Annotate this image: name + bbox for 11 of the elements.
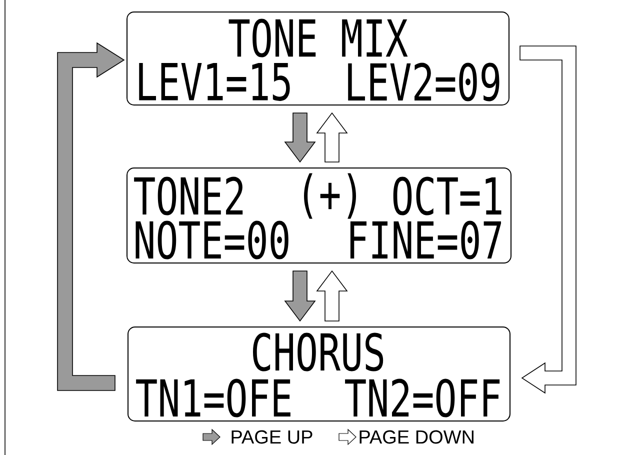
display-panel: TONE MIX LEV1=15 LEV2=09 (126, 12, 510, 106)
legend-label: PAGE UP (232, 430, 312, 444)
arrow (316, 270, 348, 322)
arrow (284, 270, 316, 322)
arrow (520, 46, 576, 394)
legend-label: PAGE DOWN (360, 430, 474, 444)
display-panel: TONE2 (+) OCT=1 NOTE=00 FINE=07 (126, 168, 512, 264)
display-panel: CHORUS TN1=OFE TN2=OFF (128, 326, 510, 422)
arrow (316, 112, 348, 162)
arrow (57, 42, 125, 391)
arrow (284, 112, 316, 163)
